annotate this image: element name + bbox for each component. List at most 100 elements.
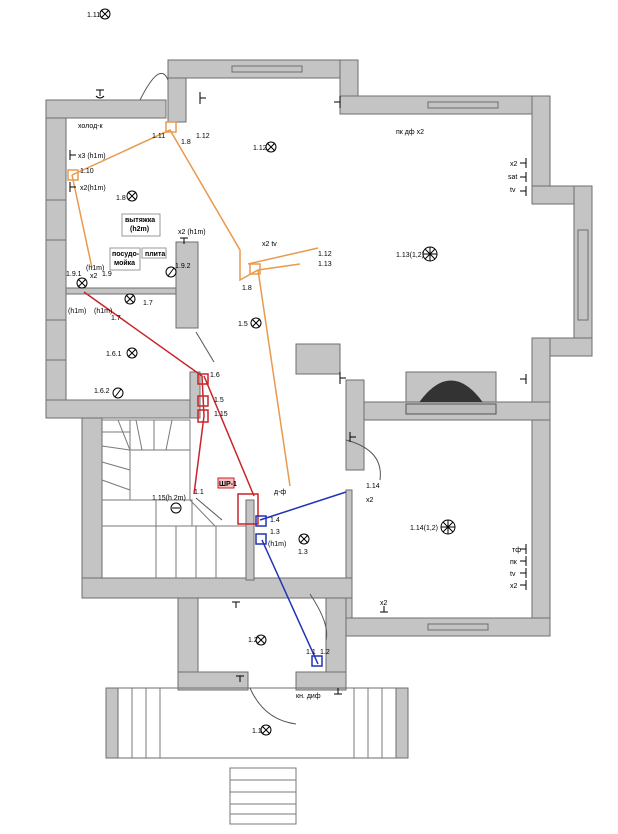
label: 1.7 (143, 300, 153, 307)
route-orange-branch-2 (247, 247, 319, 265)
route-orange-branch (71, 174, 93, 269)
wall-entrance-bot-right (295, 671, 347, 691)
label: tv (510, 187, 516, 194)
labels: 1.11 холод-к x3 (h1m) 1.10 x2(h1m) 1.11 … (66, 12, 521, 735)
wall-stair-left (81, 417, 103, 599)
label: x2 tv (262, 241, 277, 248)
window-left-2 (45, 319, 67, 361)
label: плита (145, 251, 165, 258)
distribution-panel (237, 493, 259, 525)
socket-icon (334, 96, 341, 108)
porch-left (105, 687, 119, 759)
panel-label-box (217, 477, 235, 489)
label: 1.14 (366, 483, 380, 490)
wall-kitchen-bottom (45, 399, 197, 419)
label: (h1m) (94, 308, 112, 315)
wall-kitchen-top (45, 99, 167, 119)
socket-icon (334, 688, 342, 695)
label: 1.2 (320, 649, 330, 656)
label: тф (512, 547, 521, 554)
route-hall-2 (261, 539, 319, 665)
door-arc-vestibule (309, 593, 328, 641)
wall-stair-mid (245, 499, 255, 581)
doors (139, 72, 381, 725)
window-top-2 (427, 101, 499, 109)
label: 1.6.1 (106, 351, 122, 358)
stove-box (141, 247, 167, 259)
label: пк (510, 559, 518, 566)
socket-icon (69, 150, 76, 160)
label: ШР-1 (219, 481, 237, 488)
socket-icon (520, 186, 527, 196)
wall-living-pillar-top (295, 343, 341, 375)
window-left-1 (45, 199, 67, 241)
door-stair (195, 497, 223, 521)
lamp-1-3 (298, 533, 310, 545)
wiring-routes (67, 121, 347, 667)
wall-kitchen-lower (189, 371, 201, 419)
socket-icon (199, 92, 206, 104)
label: вытяжка (125, 217, 155, 224)
label: (h2m) (130, 226, 149, 233)
junction-box-hall-1 (255, 515, 267, 527)
walls (45, 59, 593, 759)
step (117, 419, 131, 451)
label: (h1m) (68, 308, 86, 315)
label: д-ф (274, 489, 286, 496)
label: пк дф x2 (396, 129, 424, 136)
socket-icon (69, 182, 76, 192)
lamp-1-12 (265, 141, 277, 153)
door-kitchen-hall (195, 331, 215, 363)
label: посудо- (112, 251, 140, 258)
wall-bedroom-left (345, 489, 353, 621)
label: 1.8 (116, 195, 126, 202)
label: 1.5 (214, 397, 224, 404)
wall-bedroom-bottom (345, 617, 551, 637)
junction-box-living (249, 263, 261, 275)
label: 1.15 (214, 411, 228, 418)
wall-left-kitchen (45, 99, 67, 406)
wall-kitchen-column (175, 241, 199, 329)
route-stair-2 (203, 375, 255, 497)
lamp-1-5 (250, 317, 262, 329)
label: x2 (90, 273, 98, 280)
label: x2 (366, 497, 374, 504)
lamp-1-8-kitchen (126, 190, 138, 202)
dishwasher-box (109, 247, 141, 271)
label: 1.12 (318, 251, 332, 258)
wall-right-upper (531, 95, 551, 187)
label: (h1m) (86, 265, 104, 272)
label: x2(h1m) (80, 185, 106, 192)
label: мойка (114, 259, 135, 267)
lamp-1-6-1 (126, 347, 138, 359)
socket-icon (349, 432, 356, 442)
lamp-1-2 (255, 634, 267, 646)
socket-icon (180, 237, 188, 244)
stair-outline-upper (102, 419, 191, 501)
staircase (101, 419, 383, 825)
window-bottom (427, 623, 489, 631)
label: 1.1 (194, 489, 204, 496)
sockets (69, 89, 527, 695)
junction-box-kitchen-left (67, 169, 79, 181)
socket-icon (520, 374, 527, 384)
socket-icon (520, 172, 527, 182)
socket-icon (520, 568, 527, 578)
socket-icon (380, 606, 388, 613)
junction-box-stair-2 (197, 395, 209, 407)
label: 1.3 (270, 529, 280, 536)
lamp-1-1 (260, 724, 272, 736)
wall-entrance-bot-left (177, 671, 249, 691)
label: 1.4 (270, 517, 280, 524)
label: x2 (380, 600, 388, 607)
step (135, 419, 143, 451)
label: 1.5 (238, 321, 248, 328)
fireplace-arch (419, 380, 483, 403)
label: кн. диф (296, 693, 321, 700)
lamp-1-7 (124, 293, 136, 305)
porch-right (395, 687, 409, 759)
outer-steps (229, 767, 297, 825)
label: 1.2 (248, 637, 258, 644)
wall-kitchen-shelf (65, 287, 179, 295)
